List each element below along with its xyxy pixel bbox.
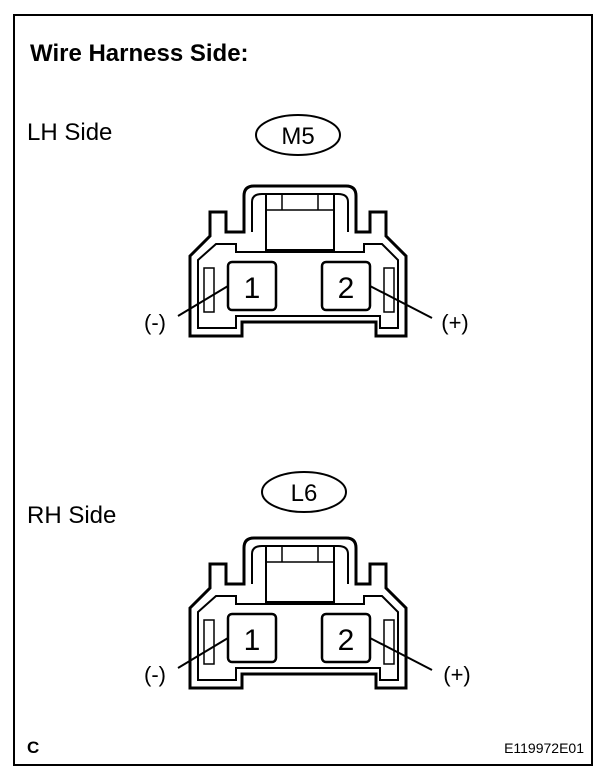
pin-1-number: 1 <box>244 624 261 657</box>
diagram-frame <box>13 14 593 766</box>
pin-2-polarity: (+) <box>443 662 471 687</box>
rh-side-label: RH Side <box>27 502 117 529</box>
pin-1-polarity: (-) <box>144 310 166 335</box>
pin-1-leader-line <box>177 637 229 669</box>
figure-code: E119972E01 <box>504 740 584 756</box>
pin-2-polarity: (+) <box>441 310 469 335</box>
connector-id-oval <box>255 114 341 156</box>
pin-1-leader-line <box>177 285 229 317</box>
connector-lock <box>265 545 335 603</box>
connector-id-oval <box>261 471 347 513</box>
connector-id-text: M5 <box>281 123 314 150</box>
connector-lock <box>265 193 335 251</box>
pin-1-number: 1 <box>244 272 261 305</box>
pin-2-number: 2 <box>338 272 355 305</box>
pin-1-polarity: (-) <box>144 662 166 687</box>
lh-side-label: LH Side <box>27 119 113 146</box>
diagram-title: Wire Harness Side: <box>30 40 249 67</box>
pin-2-number: 2 <box>338 624 355 657</box>
pin-2-leader-line <box>369 637 433 671</box>
pin-2-leader-line <box>369 285 433 319</box>
connector-id-text: L6 <box>291 480 318 507</box>
corner-letter: C <box>27 738 40 757</box>
